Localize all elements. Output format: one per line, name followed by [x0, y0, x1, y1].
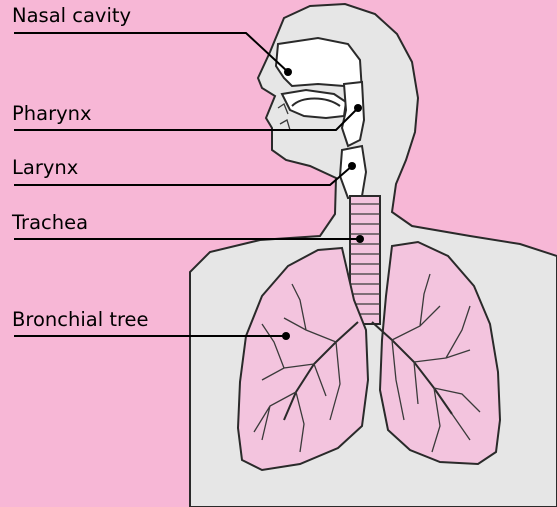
label-bronchial-tree: Bronchial tree	[12, 308, 149, 331]
label-trachea: Trachea	[11, 211, 88, 234]
label-larynx: Larynx	[12, 156, 78, 179]
label-nasal-cavity: Nasal cavity	[12, 4, 131, 27]
label-pharynx: Pharynx	[12, 102, 92, 125]
leader-nasal-cavity	[14, 33, 292, 76]
